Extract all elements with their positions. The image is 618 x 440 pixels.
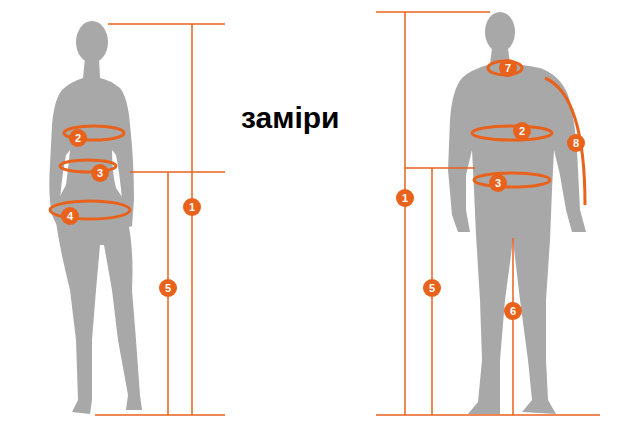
waist-level-line xyxy=(130,171,225,173)
callout-circle: 5 xyxy=(159,279,177,297)
callout-circle: 7 xyxy=(499,59,517,77)
male-head xyxy=(485,12,515,52)
callout-circle: 2 xyxy=(513,122,531,140)
callout-number: 1 xyxy=(402,193,408,204)
floor-line xyxy=(95,414,225,416)
waist-level-line xyxy=(405,167,475,169)
callout-circle: 8 xyxy=(567,134,585,152)
callout-number: 7 xyxy=(505,63,511,74)
waist-ring xyxy=(474,173,550,187)
height-line xyxy=(191,24,193,415)
male-silhouette xyxy=(448,48,586,414)
callout-number: 5 xyxy=(165,283,171,294)
chest-ring xyxy=(472,126,552,140)
height-line xyxy=(404,12,406,415)
female-silhouette xyxy=(49,58,142,414)
callout-circle: 4 xyxy=(61,207,79,225)
callout-circle: 2 xyxy=(69,129,87,147)
callout-circle: 1 xyxy=(183,198,201,216)
inseam-line xyxy=(512,238,514,415)
callout-circle: 5 xyxy=(423,279,441,297)
callout-number: 4 xyxy=(67,211,73,222)
callout-circle: 6 xyxy=(504,302,522,320)
arm-arc xyxy=(545,78,585,205)
callout-number: 5 xyxy=(429,283,435,294)
callout-number: 6 xyxy=(510,306,516,317)
callout-number: 8 xyxy=(573,138,579,149)
female-head xyxy=(76,21,108,63)
callout-circle: 3 xyxy=(489,174,507,192)
height-top-line xyxy=(108,23,225,25)
height-top-line xyxy=(376,11,490,13)
callout-number: 3 xyxy=(97,168,103,179)
callout-circle: 1 xyxy=(396,189,414,207)
diagram-title: заміри xyxy=(241,103,340,133)
callout-number: 2 xyxy=(75,133,81,144)
callout-circle: 3 xyxy=(91,164,109,182)
floor-line xyxy=(376,414,600,416)
callout-number: 3 xyxy=(495,178,501,189)
callout-number: 1 xyxy=(189,202,195,213)
callout-number: 2 xyxy=(519,126,525,137)
